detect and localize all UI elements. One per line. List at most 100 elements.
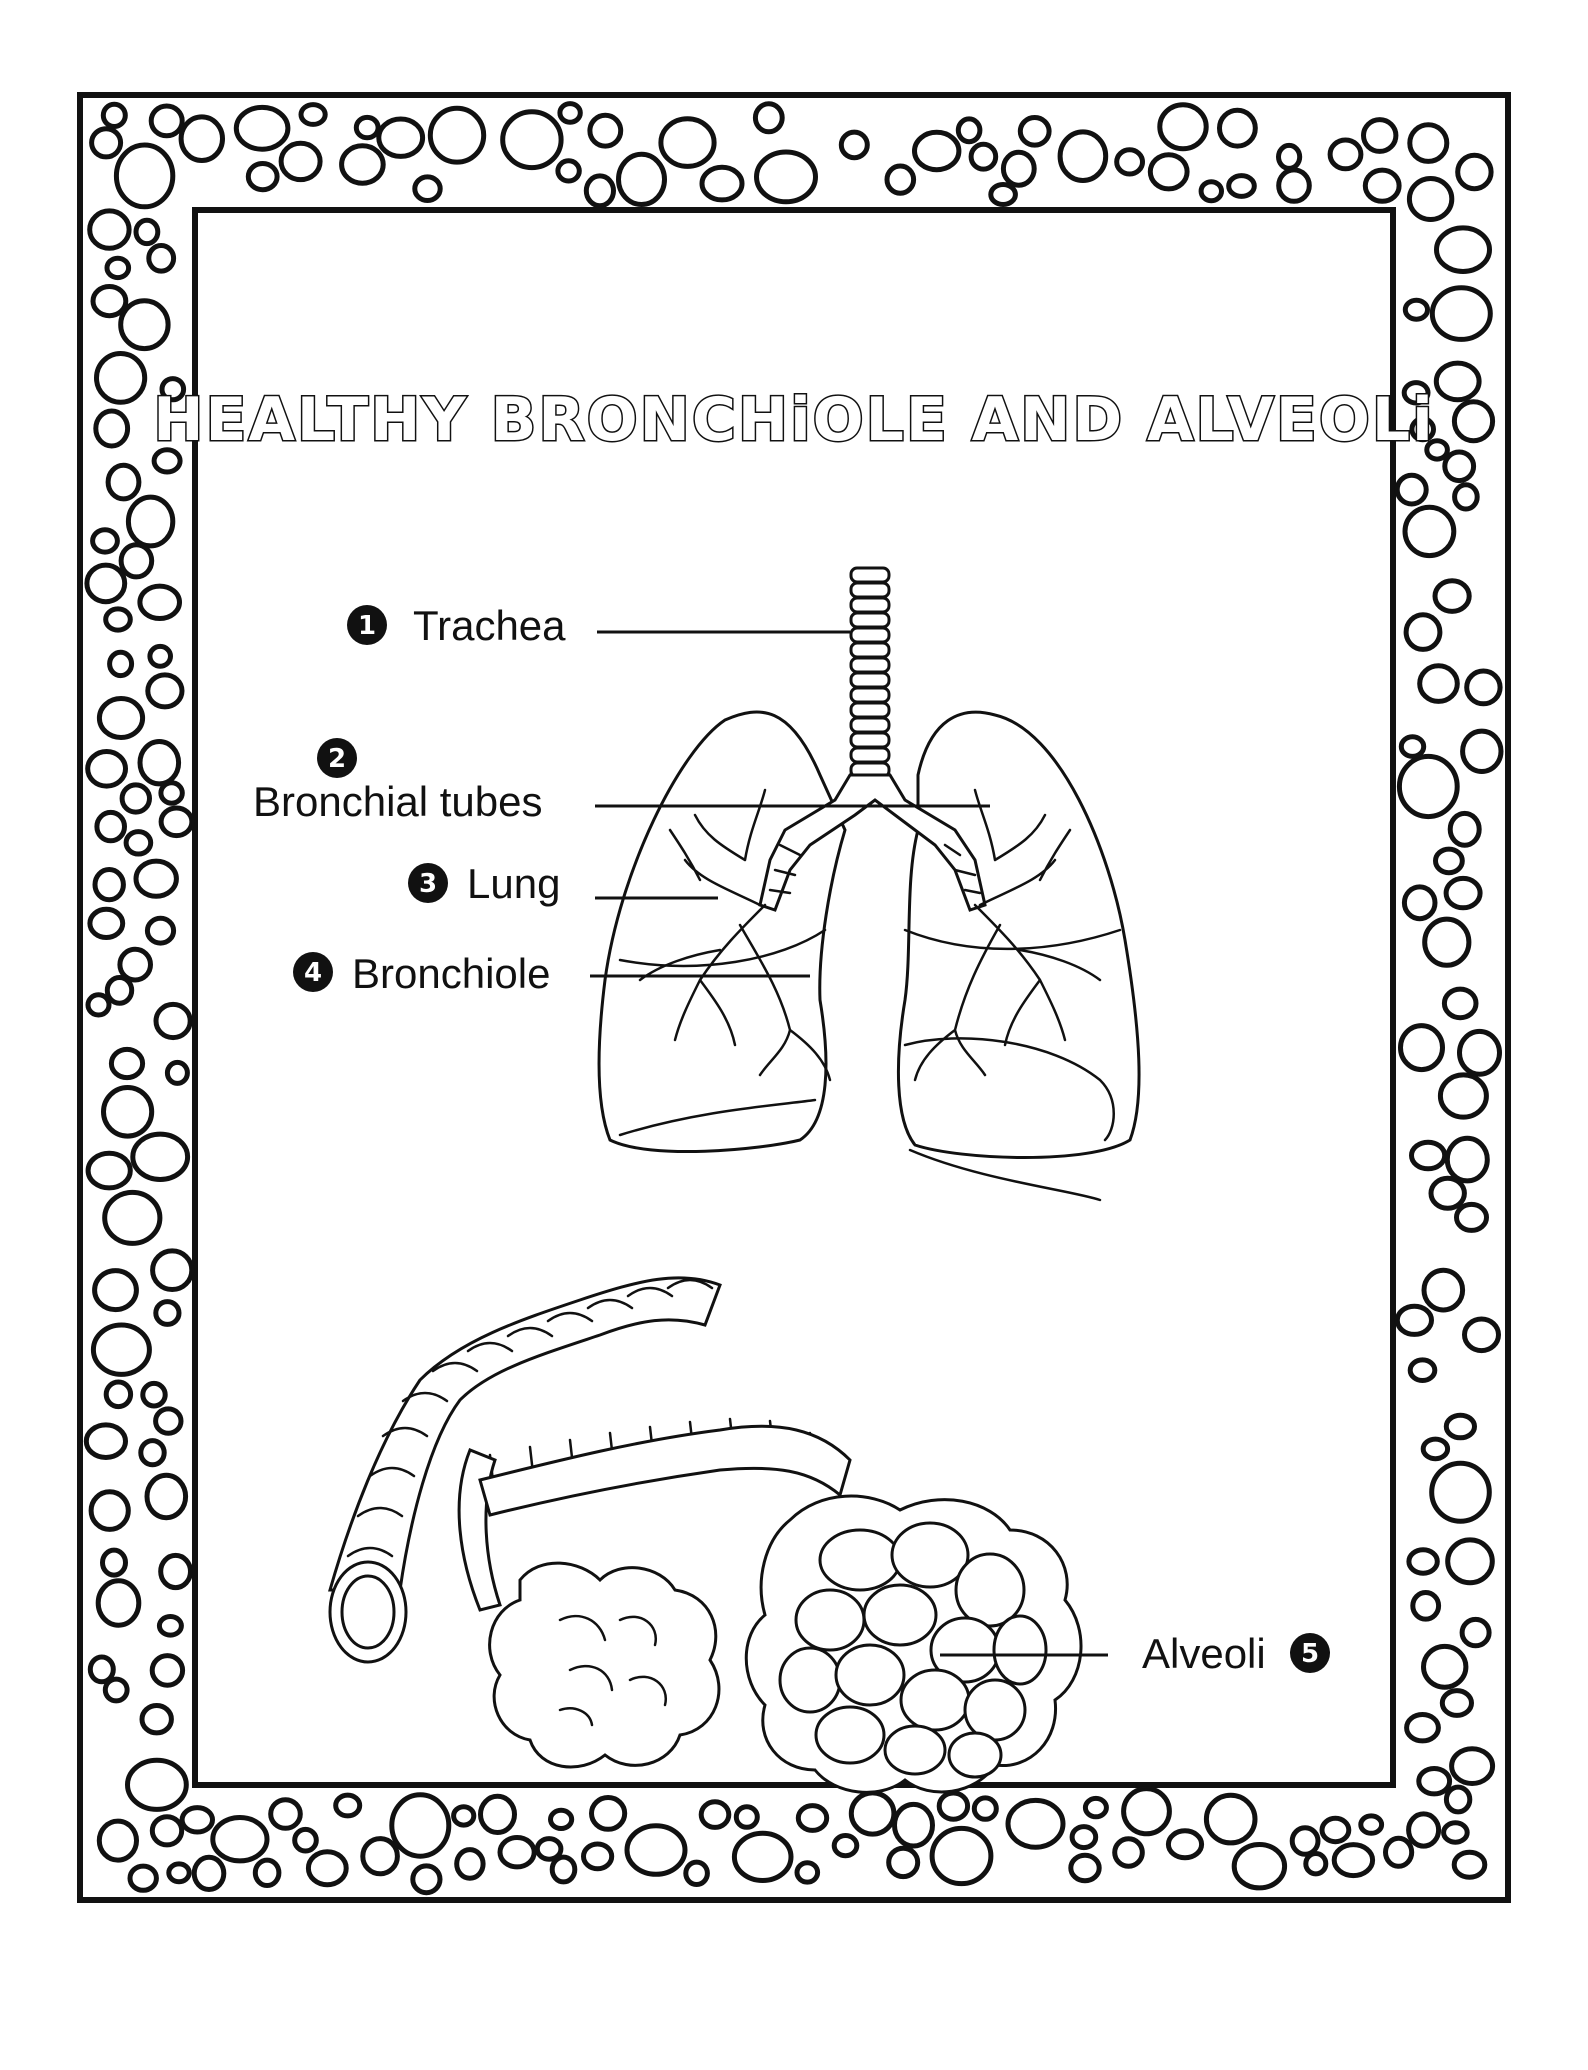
trachea-ring [849,746,891,764]
label-alveoli: Alveoli 5 [940,1630,1330,1677]
frame-bubble [1449,1746,1496,1786]
frame-bubble [124,1757,189,1812]
frame-bubble [1404,1712,1441,1744]
trachea-ring [849,566,891,584]
frame-bubble [1407,1357,1438,1383]
frame-bubble [1429,285,1493,342]
small-alveoli-cluster [488,1561,721,1769]
frame-bubble [102,1189,163,1246]
frame-bubble [683,1859,710,1888]
frame-bubble [144,915,177,946]
label-bronchiole: 4 Bronchiole [293,950,810,997]
frame-bubble [427,105,487,165]
alveoli-cells [778,1521,1048,1779]
trachea-ring [849,701,891,719]
frame-bubble [988,182,1018,207]
frame-bubble [1441,1820,1470,1845]
badge-3 [408,863,448,903]
badge-2-number: 2 [328,744,346,774]
frame-bubble [1462,1316,1501,1354]
frame-bubble [147,643,173,669]
tube-ring [506,1326,554,1338]
frame-bubble [1443,875,1483,911]
badge-5 [1290,1633,1330,1673]
tube-ring [626,1286,674,1298]
frame-bubble [123,829,154,857]
frame-bubble [105,462,142,502]
trachea-ring [849,611,891,629]
frame-bubble [1443,1784,1473,1815]
frame-bubble [1082,1795,1109,1820]
tube-ring [381,1426,429,1438]
frame-bubble [581,1841,615,1872]
frame-bubble [1396,753,1460,820]
frame-bubble [85,1150,133,1191]
frame-bubble [1362,167,1402,204]
frame-bubble [1444,1135,1490,1184]
frame-bubble [94,351,148,405]
badge-4 [293,952,333,992]
frame-bubble [298,102,328,127]
frame-bubble [268,1797,303,1831]
frame-bubbles [83,101,1504,1896]
frame-bubble [90,527,120,555]
frame-bubble [557,101,583,125]
frame-bubble [245,161,280,193]
frame-bubble [164,1059,190,1086]
frame-bubble [158,805,195,839]
lungs-diagram [597,566,1141,1202]
frame-bubble [1432,578,1472,614]
frame-bubble [1005,1797,1066,1850]
frame-bubble [616,151,667,207]
frame-bubble [108,1046,146,1081]
frame-bubble [210,1815,270,1864]
frame-bubble [968,141,999,172]
frame-bubble [1000,149,1037,188]
frame-bubble [87,208,132,251]
frame-bubble [548,1807,575,1832]
alveolus-cell [890,1521,970,1589]
frame-bubble [125,494,176,549]
frame-bubble [389,1792,452,1859]
label-trachea: 1 Trachea [347,602,850,649]
frame-bubble [360,1836,400,1877]
badge-5-number: 5 [1301,1639,1319,1669]
frame-bubble [103,606,133,633]
frame-bubble [1165,1828,1205,1861]
trachea-ring [849,686,891,704]
frame-bubble [410,1863,443,1896]
page-title: HEALTHY BRONCHiOLE AND ALVEOLi [153,385,1434,455]
tube-ring [586,1298,634,1310]
frame-bubble [1303,1851,1329,1877]
label-lung-text: Lung [467,860,560,907]
frame-bubble [1434,225,1492,274]
frame-bubble [831,1833,860,1859]
alveolus-cell [992,1614,1048,1686]
frame-bubble [1437,1072,1489,1120]
tube-ring [546,1311,594,1323]
frame-bubble [1401,884,1438,922]
tube-ring [431,1361,479,1373]
alveolus-cell [947,1731,1003,1779]
frame-bubble [88,1489,131,1532]
frame-bubble [555,158,582,184]
frame-bubble [1398,1023,1445,1073]
frame-bubble [339,143,386,186]
frame-bubble [1403,612,1443,652]
frame-bubble [84,562,128,605]
frame-bubble [754,149,818,205]
label-bronchial-tubes-text: Bronchial tubes [253,778,543,825]
frame-bubble [305,1849,349,1888]
label-alveoli-text: Alveoli [1142,1630,1266,1677]
frame-bubble [884,163,917,196]
frame-bubble [752,101,785,135]
badge-2 [317,738,357,778]
frame-bubble [733,1804,760,1830]
frame-bubble [1409,1139,1448,1172]
label-lung: 3 Lung [408,860,718,907]
frame-bubble [624,1823,688,1877]
frame-bubble [87,906,126,941]
frame-bubble [1017,115,1052,148]
frame-bubble [101,1085,155,1139]
